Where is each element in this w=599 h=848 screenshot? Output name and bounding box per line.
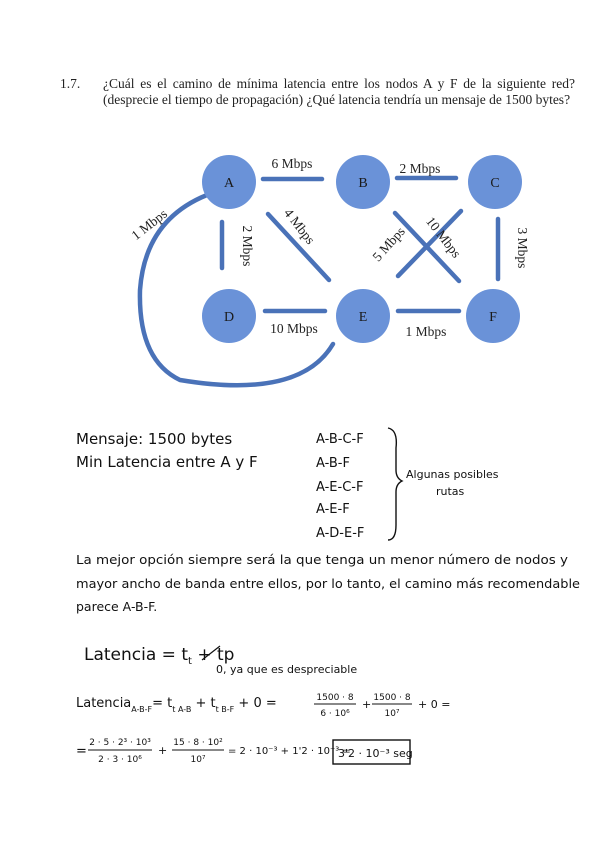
link-C-E xyxy=(395,208,464,279)
node-E xyxy=(336,289,390,343)
node-D xyxy=(202,289,256,343)
latency-formula: Latencia = tt + tp xyxy=(84,645,234,667)
final-frac1-num: 2 · 5 · 2³ · 10³ xyxy=(89,738,151,748)
frac1-den: 6 · 10⁶ xyxy=(320,709,350,719)
message-size-text: Mensaje: 1500 bytes xyxy=(76,430,232,448)
link-A-E xyxy=(137,192,336,388)
frac2-num: 1500 · 8 xyxy=(373,693,410,703)
link-label-D-E: 10 Mbps xyxy=(270,321,318,336)
link-label-A-B: 6 Mbps xyxy=(272,156,313,171)
routes-note-2: rutas xyxy=(436,485,465,498)
node-label-A: A xyxy=(224,176,235,191)
routes-brace xyxy=(387,427,404,541)
link-label-C-E: 5 Mbps xyxy=(369,224,408,264)
conclusion-line-3: parece A-B-F. xyxy=(76,599,157,614)
node-A xyxy=(202,155,256,209)
network-diagram: A B C D E F 6 Mbps 2 Mbps 2 Mbps 4 Mbps 10 Mbps 5 … xyxy=(129,155,530,388)
node-label-E: E xyxy=(359,310,368,325)
route-1: A-B-C-F xyxy=(316,432,364,447)
final-equals: = xyxy=(76,744,87,759)
latency-calc-label: LatenciaA-B-F= tt A-B + tt B-F + 0 = xyxy=(76,696,277,714)
link-A-E xyxy=(265,211,332,283)
final-frac1-den: 2 · 3 · 10⁶ xyxy=(98,755,142,765)
strike-mark xyxy=(201,645,221,661)
link-label-C-F: 3 Mbps xyxy=(515,228,530,269)
frac2-den: 10⁷ xyxy=(384,709,399,719)
result-box xyxy=(332,739,411,765)
node-B xyxy=(336,155,390,209)
plus-b: + xyxy=(158,744,167,757)
link-label-B-F: 10 Mbps xyxy=(423,214,464,261)
link-label-E-F: 1 Mbps xyxy=(406,324,447,339)
link-label-B-C: 2 Mbps xyxy=(400,161,441,176)
calc-end: + 0 = xyxy=(418,698,450,711)
conclusion-line-1: La mejor opción siempre será la que teng… xyxy=(76,552,569,567)
network-links xyxy=(137,175,501,388)
handwritten-solution: Mensaje: 1500 bytes Min Latencia entre A… xyxy=(76,427,580,765)
node-label-D: D xyxy=(224,310,234,325)
route-2: A-B-F xyxy=(316,456,350,471)
node-label-C: C xyxy=(490,176,499,191)
conclusion-line-2: mayor ancho de banda entre ellos, por lo… xyxy=(76,576,580,591)
network-nodes: A B C D E F xyxy=(202,155,522,343)
node-label-F: F xyxy=(489,310,497,325)
final-frac2-num: 15 · 8 · 10² xyxy=(173,738,223,748)
plus-a: + xyxy=(362,698,371,711)
final-result: 3'2 · 10⁻³ seg xyxy=(338,747,413,760)
route-5: A-D-E-F xyxy=(316,526,364,541)
negligible-note: 0, ya que es despreciable xyxy=(216,663,357,676)
route-4: A-E-F xyxy=(316,502,350,517)
link-label-A-D: 2 Mbps xyxy=(240,226,255,267)
min-latency-text: Min Latencia entre A y F xyxy=(76,453,258,471)
frac1-num: 1500 · 8 xyxy=(316,693,353,703)
routes-note-1: Algunas posibles xyxy=(406,468,499,481)
question-text: ¿Cuál es el camino de mínima latencia en… xyxy=(103,76,575,107)
final-sum: = 2 · 10⁻³ + 1'2 · 10⁻³ = xyxy=(228,746,351,757)
node-label-B: B xyxy=(358,176,367,191)
node-C xyxy=(468,155,522,209)
node-F xyxy=(466,289,520,343)
route-3: A-E-C-F xyxy=(316,480,363,495)
question-number: 1.7. xyxy=(60,76,81,91)
final-frac2-den: 10⁷ xyxy=(190,755,205,765)
link-label-A-E: 4 Mbps xyxy=(281,206,318,247)
